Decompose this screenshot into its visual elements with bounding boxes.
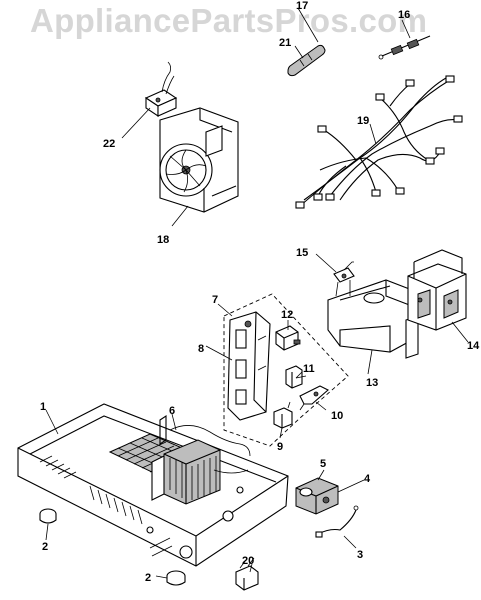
part-6-capacitor[interactable] (151, 414, 251, 505)
part-9-switch[interactable] (273, 401, 293, 429)
part-2-foot-right[interactable] (166, 570, 186, 586)
part-13-waveguide[interactable] (327, 279, 419, 359)
part-14-transformer[interactable] (407, 249, 467, 331)
callout-14: 14 (467, 340, 480, 352)
callout-9: 9 (277, 441, 283, 453)
callout-3: 3 (357, 549, 363, 561)
callout-2b: 2 (145, 572, 151, 584)
callout-1: 1 (40, 401, 46, 413)
part-16-wire[interactable] (378, 35, 431, 60)
part-20-connector[interactable] (235, 557, 259, 591)
part-12-switch[interactable] (275, 325, 301, 351)
callout-15: 15 (296, 247, 308, 259)
part-11-switch[interactable] (285, 365, 307, 389)
part-7-group-outline (223, 293, 349, 447)
part-22-motor[interactable] (144, 61, 178, 118)
part-3-wire[interactable] (315, 505, 359, 538)
part-18-fan-housing[interactable] (159, 107, 239, 213)
part-21-tube[interactable] (287, 44, 326, 77)
part-2-foot-left[interactable] (39, 508, 57, 524)
part-8-latch-board[interactable] (227, 311, 271, 421)
callout-4: 4 (364, 473, 371, 485)
callout-19: 19 (357, 115, 369, 127)
callout-11: 11 (303, 363, 315, 375)
watermark: AppliancePartsPros.com (30, 2, 428, 39)
callout-21: 21 (279, 37, 291, 49)
part-19-wire-harness[interactable] (295, 75, 463, 209)
callout-7: 7 (212, 294, 218, 306)
callout-2a: 2 (42, 541, 48, 553)
callout-18: 18 (157, 234, 169, 246)
callout-8: 8 (198, 343, 204, 355)
callout-5: 5 (320, 458, 326, 470)
callout-13: 13 (366, 377, 378, 389)
callout-22: 22 (103, 138, 115, 150)
callout-12: 12 (281, 309, 293, 321)
callout-10: 10 (331, 410, 343, 422)
callout-20: 20 (242, 555, 254, 567)
part-4-motor[interactable] (295, 477, 339, 515)
callout-16: 16 (398, 9, 410, 21)
callout-6: 6 (169, 405, 175, 417)
part-15-bracket[interactable] (333, 261, 355, 297)
part-10-lever[interactable] (299, 385, 329, 411)
callout-17: 17 (296, 0, 308, 12)
